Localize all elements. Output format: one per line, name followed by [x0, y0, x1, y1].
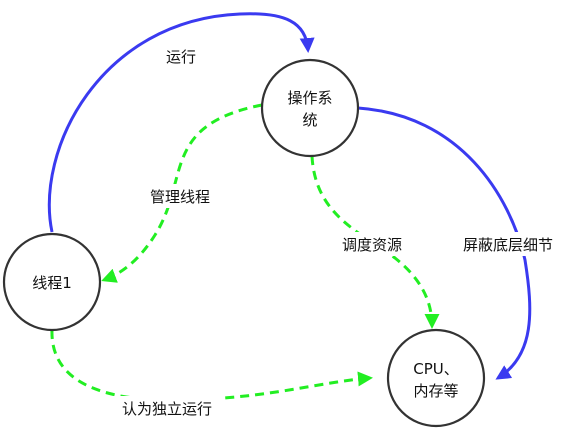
node-hw: CPU、 内存等	[386, 328, 486, 428]
edge-believe	[50, 329, 373, 402]
node-os-label-line2: 统	[302, 111, 317, 129]
node-os: 操作系 统	[260, 58, 360, 158]
node-hw-label-line1: CPU、	[413, 360, 459, 378]
edge-manage-label: 管理线程	[150, 188, 210, 206]
node-hw-label-line2: 内存等	[413, 382, 458, 400]
edge-run	[47, 12, 315, 233]
edge-manage	[101, 103, 263, 283]
node-os-label-line1: 操作系	[287, 89, 332, 107]
node-thread: 线程1	[2, 232, 102, 332]
edge-hide-label: 屏蔽底层细节	[463, 236, 553, 254]
edge-run-label: 运行	[166, 48, 196, 66]
node-thread-label: 线程1	[32, 274, 72, 292]
edge-schedule-label: 调度资源	[342, 236, 402, 254]
edge-believe-label: 认为独立运行	[122, 400, 212, 418]
